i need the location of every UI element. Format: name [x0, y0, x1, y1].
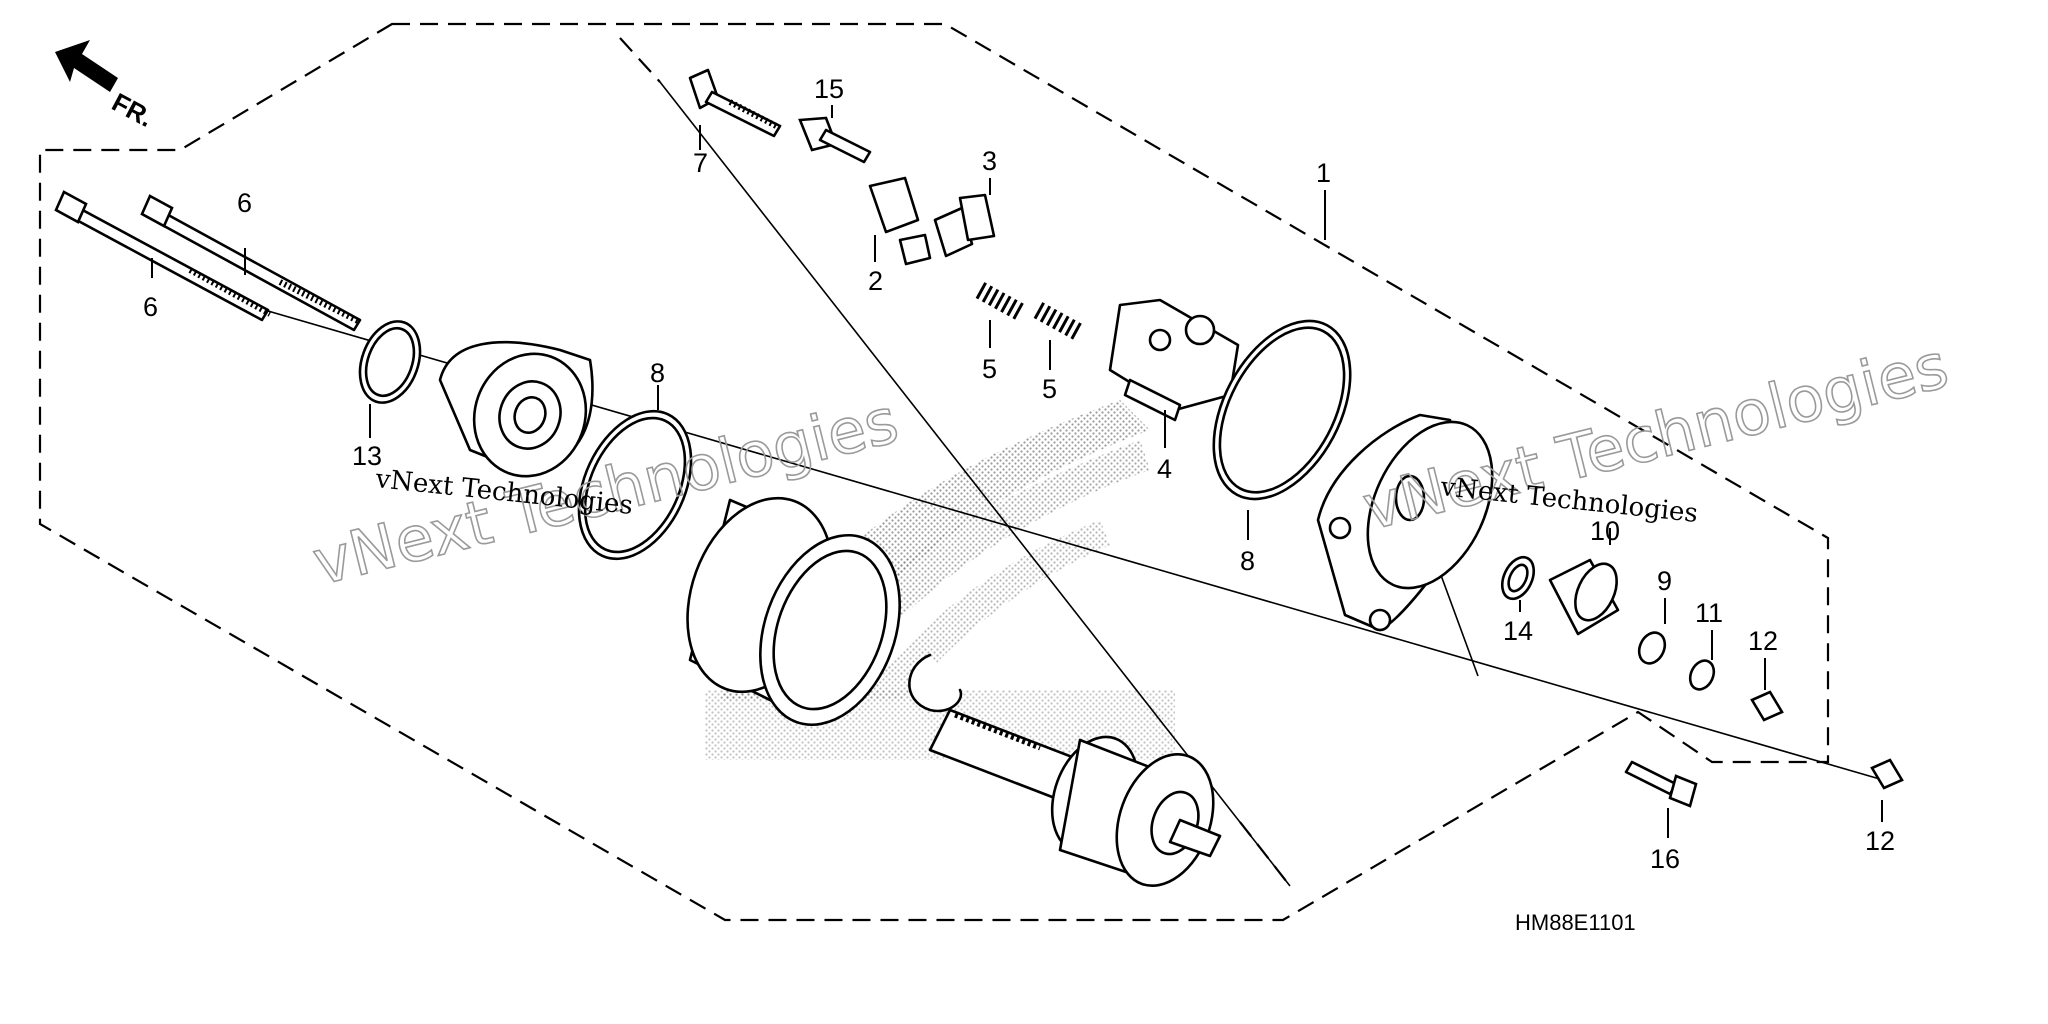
washer-11 — [1688, 659, 1716, 691]
nut-12-upper — [1750, 690, 1784, 722]
long-bolt-upper — [140, 194, 362, 332]
callout-8a: 8 — [650, 358, 665, 388]
o-ring-small-inner — [364, 326, 416, 398]
front-direction-label: FR. — [107, 87, 158, 133]
leader-lines — [151, 105, 1883, 838]
callout-12b: 12 — [1865, 826, 1895, 856]
snap-ring — [908, 653, 963, 713]
front-direction-arrow-icon: FR. — [55, 40, 158, 133]
callout-2: 2 — [868, 266, 883, 296]
callout-9: 9 — [1657, 566, 1672, 596]
callout-5a: 5 — [982, 354, 997, 384]
callout-15: 15 — [814, 74, 844, 104]
callout-11: 11 — [1695, 598, 1723, 628]
bushing-10 — [1548, 558, 1620, 636]
washer-9 — [1637, 631, 1667, 665]
rear-cover — [438, 340, 594, 478]
callout-14: 14 — [1503, 616, 1533, 646]
callouts: 1 2 3 4 5 5 6 6 7 8 8 9 10 11 12 12 13 1… — [143, 74, 1895, 874]
callout-8b: 8 — [1240, 546, 1255, 576]
washer-14-inner — [1507, 563, 1529, 593]
o-ring-right-inner — [1218, 326, 1346, 494]
armature — [928, 708, 1222, 888]
callout-13: 13 — [352, 441, 382, 471]
brush-set — [868, 176, 996, 266]
brush-spring-left — [975, 282, 1025, 320]
callout-10: 10 — [1590, 516, 1620, 546]
motor-yoke — [686, 496, 901, 727]
callout-4: 4 — [1157, 454, 1172, 484]
callout-5b: 5 — [1042, 374, 1057, 404]
upper-axis-line — [659, 81, 1291, 887]
terminal-bolt — [688, 68, 782, 138]
callout-6b: 6 — [143, 292, 158, 322]
brush-spring-right — [1033, 302, 1083, 340]
callout-1: 1 — [1316, 158, 1331, 188]
callout-16: 16 — [1650, 844, 1680, 874]
callout-3: 3 — [982, 146, 997, 176]
long-bolt-lower — [54, 190, 272, 322]
callout-7: 7 — [693, 148, 708, 178]
diagram-code: HM88E1101 — [1515, 910, 1636, 935]
o-ring-left-inner — [583, 416, 687, 554]
flange-bolt-16 — [1624, 760, 1698, 808]
callout-6a: 6 — [237, 188, 252, 218]
nut-12-lower — [1870, 758, 1904, 790]
brush-holder-block — [1108, 298, 1240, 422]
front-cover — [1316, 413, 1494, 632]
terminal-nut — [798, 116, 872, 164]
callout-12a: 12 — [1748, 626, 1778, 656]
